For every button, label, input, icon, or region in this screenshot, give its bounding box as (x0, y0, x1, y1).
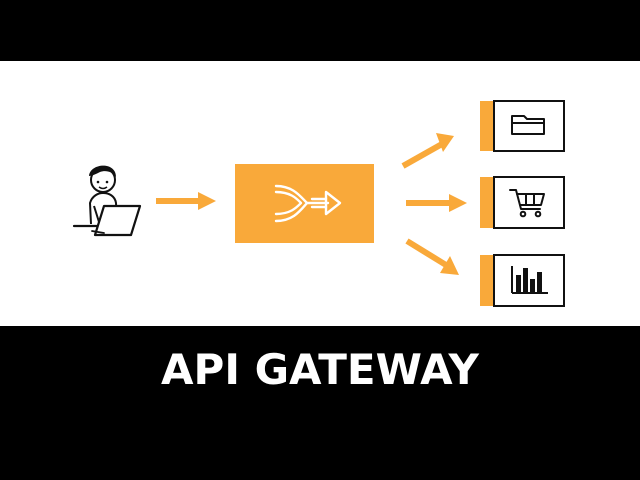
person-head (89, 165, 116, 193)
arrow-gateway-to-folder-service (401, 133, 454, 169)
service-folder (480, 100, 565, 152)
merge-arrow-icon (274, 184, 342, 223)
diagram-caption: API GATEWAY (161, 345, 479, 394)
arrow-gateway-to-cart-service (406, 194, 467, 212)
folder-icon (511, 115, 545, 135)
shopping-cart-icon (509, 189, 545, 218)
service-shopping-cart (480, 176, 565, 229)
arrow-gateway-to-analytics-service (405, 238, 459, 275)
gateway-box (235, 164, 374, 243)
service-analytics (480, 254, 565, 307)
client-person-with-laptop-icon (72, 165, 142, 237)
person-hair (89, 165, 116, 177)
arrow-client-to-gateway (156, 192, 216, 210)
bar-chart-icon (511, 266, 548, 294)
laptop-screen (93, 204, 142, 237)
